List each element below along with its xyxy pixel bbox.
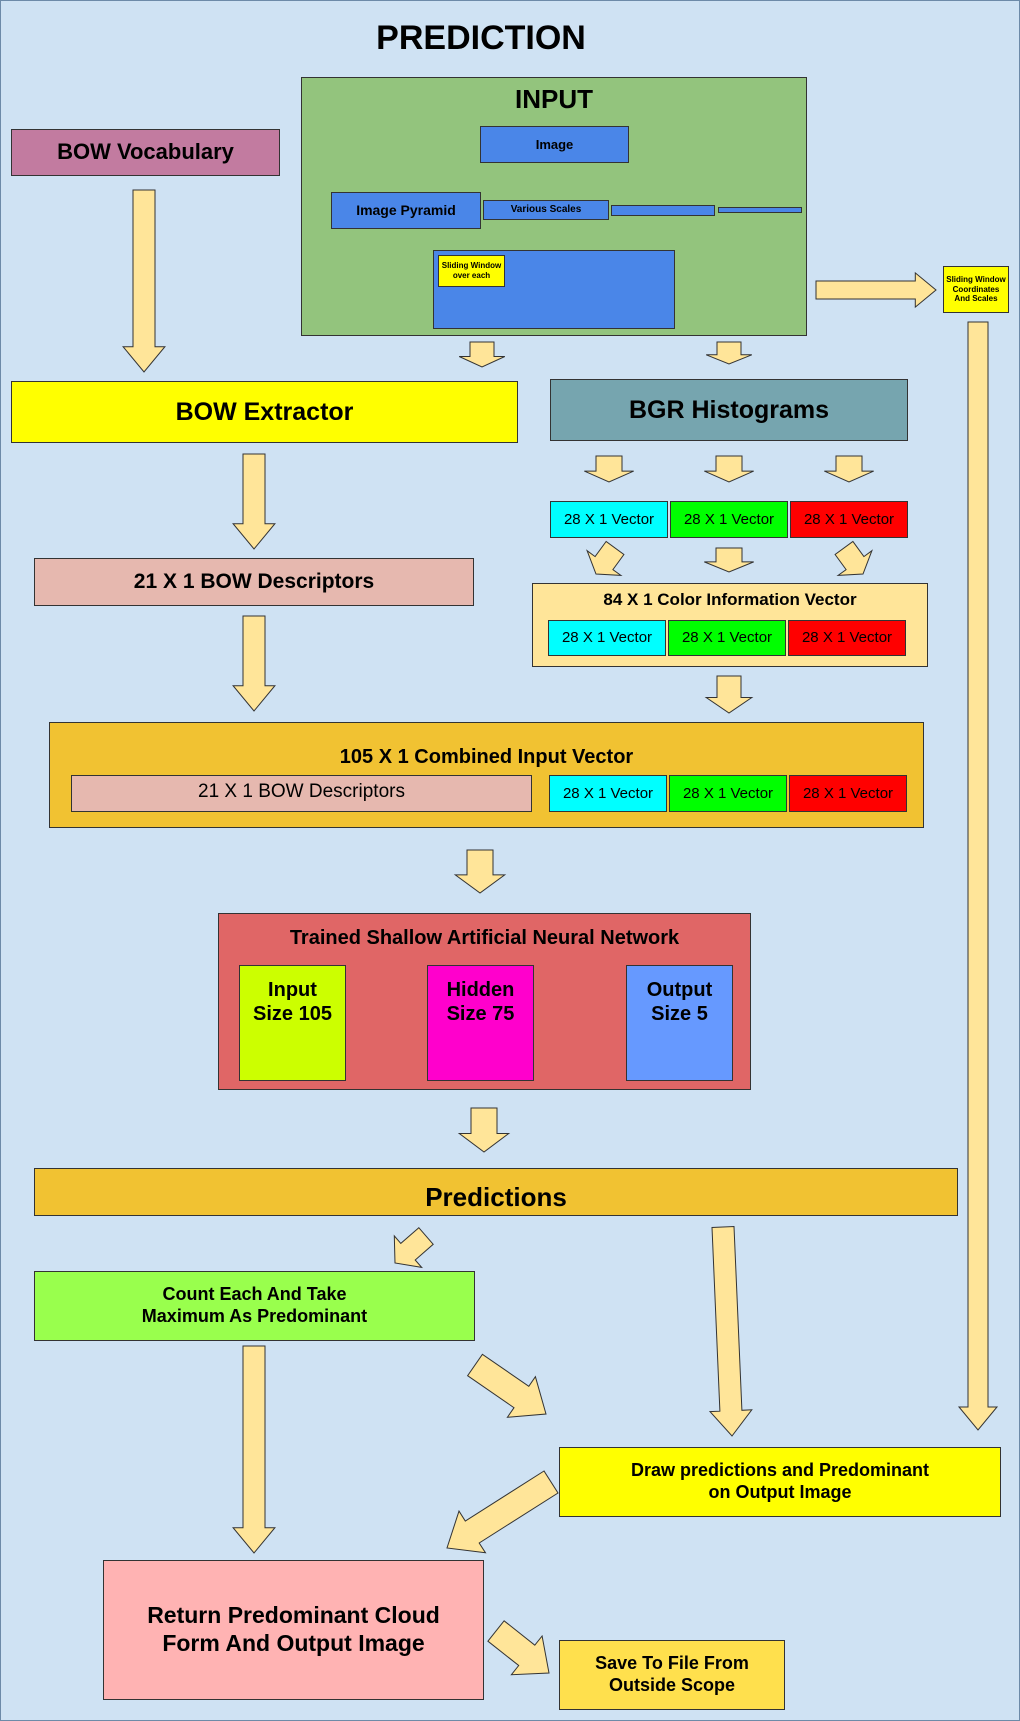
arrow-cyan-to-color bbox=[586, 540, 625, 576]
vector-green-bottom: 28 X 1 Vector bbox=[669, 775, 787, 812]
combined-bow-descriptors: 21 X 1 BOW Descriptors bbox=[71, 775, 532, 812]
input-panel-title: INPUT bbox=[515, 84, 593, 114]
bgr-histograms-box: BGR Histograms bbox=[550, 379, 908, 441]
arrow-combined-to-ann bbox=[453, 849, 507, 894]
arrow-descriptors-to-combined bbox=[232, 615, 276, 712]
ann-output-layer: Output Size 5 bbox=[626, 965, 733, 1081]
arrow-color-to-combined bbox=[704, 675, 754, 714]
arrow-red-to-color bbox=[834, 540, 873, 576]
image-pyramid-box: Image Pyramid bbox=[331, 192, 481, 229]
sliding-window-box: Sliding Window over each bbox=[438, 255, 505, 287]
scale-bar-medium bbox=[611, 205, 715, 216]
combined-input-title: 105 X 1 Combined Input Vector bbox=[339, 746, 634, 768]
arrow-bgr-to-red bbox=[824, 455, 874, 483]
image-box: Image bbox=[480, 126, 629, 163]
arrow-bgr-to-cyan bbox=[584, 455, 634, 483]
ann-hidden-layer: Hidden Size 75 bbox=[427, 965, 534, 1081]
scale-bar-small bbox=[718, 207, 802, 213]
arrow-coords-to-draw bbox=[957, 321, 999, 1431]
predictions-bar: Predictions bbox=[34, 1168, 958, 1216]
arrow-input-to-coords bbox=[815, 271, 937, 309]
bow-extractor-box: BOW Extractor bbox=[11, 381, 518, 443]
various-scales-box: Various Scales bbox=[483, 200, 609, 220]
vector-cyan-top: 28 X 1 Vector bbox=[550, 501, 668, 538]
vector-red-mid: 28 X 1 Vector bbox=[788, 620, 906, 656]
arrow-count-to-return bbox=[232, 1345, 276, 1554]
arrow-vocab-to-extractor bbox=[122, 189, 166, 373]
save-to-file-box: Save To File From Outside Scope bbox=[559, 1640, 785, 1710]
vector-red-bottom: 28 X 1 Vector bbox=[789, 775, 907, 812]
diagram-title: PREDICTION bbox=[376, 19, 586, 57]
arrow-green-to-color bbox=[704, 547, 754, 573]
vector-green-mid: 28 X 1 Vector bbox=[668, 620, 786, 656]
return-predominant-box: Return Predominant Cloud Form And Output… bbox=[103, 1560, 484, 1700]
vector-green-top: 28 X 1 Vector bbox=[670, 501, 788, 538]
bow-descriptors-box: 21 X 1 BOW Descriptors bbox=[34, 558, 474, 606]
vector-cyan-mid: 28 X 1 Vector bbox=[548, 620, 666, 656]
color-information-title: 84 X 1 Color Information Vector bbox=[603, 590, 857, 609]
ann-input-layer: Input Size 105 bbox=[239, 965, 346, 1081]
arrow-input-to-bgr bbox=[706, 341, 752, 365]
bow-vocabulary-box: BOW Vocabulary bbox=[11, 129, 280, 176]
draw-predictions-box: Draw predictions and Predominant on Outp… bbox=[559, 1447, 1001, 1517]
count-predominant-box: Count Each And Take Maximum As Predomina… bbox=[34, 1271, 475, 1341]
vector-cyan-bottom: 28 X 1 Vector bbox=[549, 775, 667, 812]
arrow-count-to-draw bbox=[466, 1353, 547, 1418]
arrow-draw-to-return bbox=[446, 1470, 559, 1554]
arrow-predictions-to-count bbox=[393, 1226, 434, 1269]
arrow-input-to-bow-extractor bbox=[458, 341, 506, 368]
arrow-extractor-to-descriptors bbox=[232, 453, 276, 550]
arrow-predictions-to-draw bbox=[708, 1225, 753, 1437]
arrow-ann-to-predictions bbox=[457, 1107, 511, 1153]
vector-red-top: 28 X 1 Vector bbox=[790, 501, 908, 538]
arrow-return-to-save bbox=[487, 1620, 550, 1676]
sliding-window-coordinates-box: Sliding Window Coordinates And Scales bbox=[943, 266, 1009, 313]
neural-network-title: Trained Shallow Artificial Neural Networ… bbox=[289, 927, 680, 949]
arrow-bgr-to-green bbox=[704, 455, 754, 483]
